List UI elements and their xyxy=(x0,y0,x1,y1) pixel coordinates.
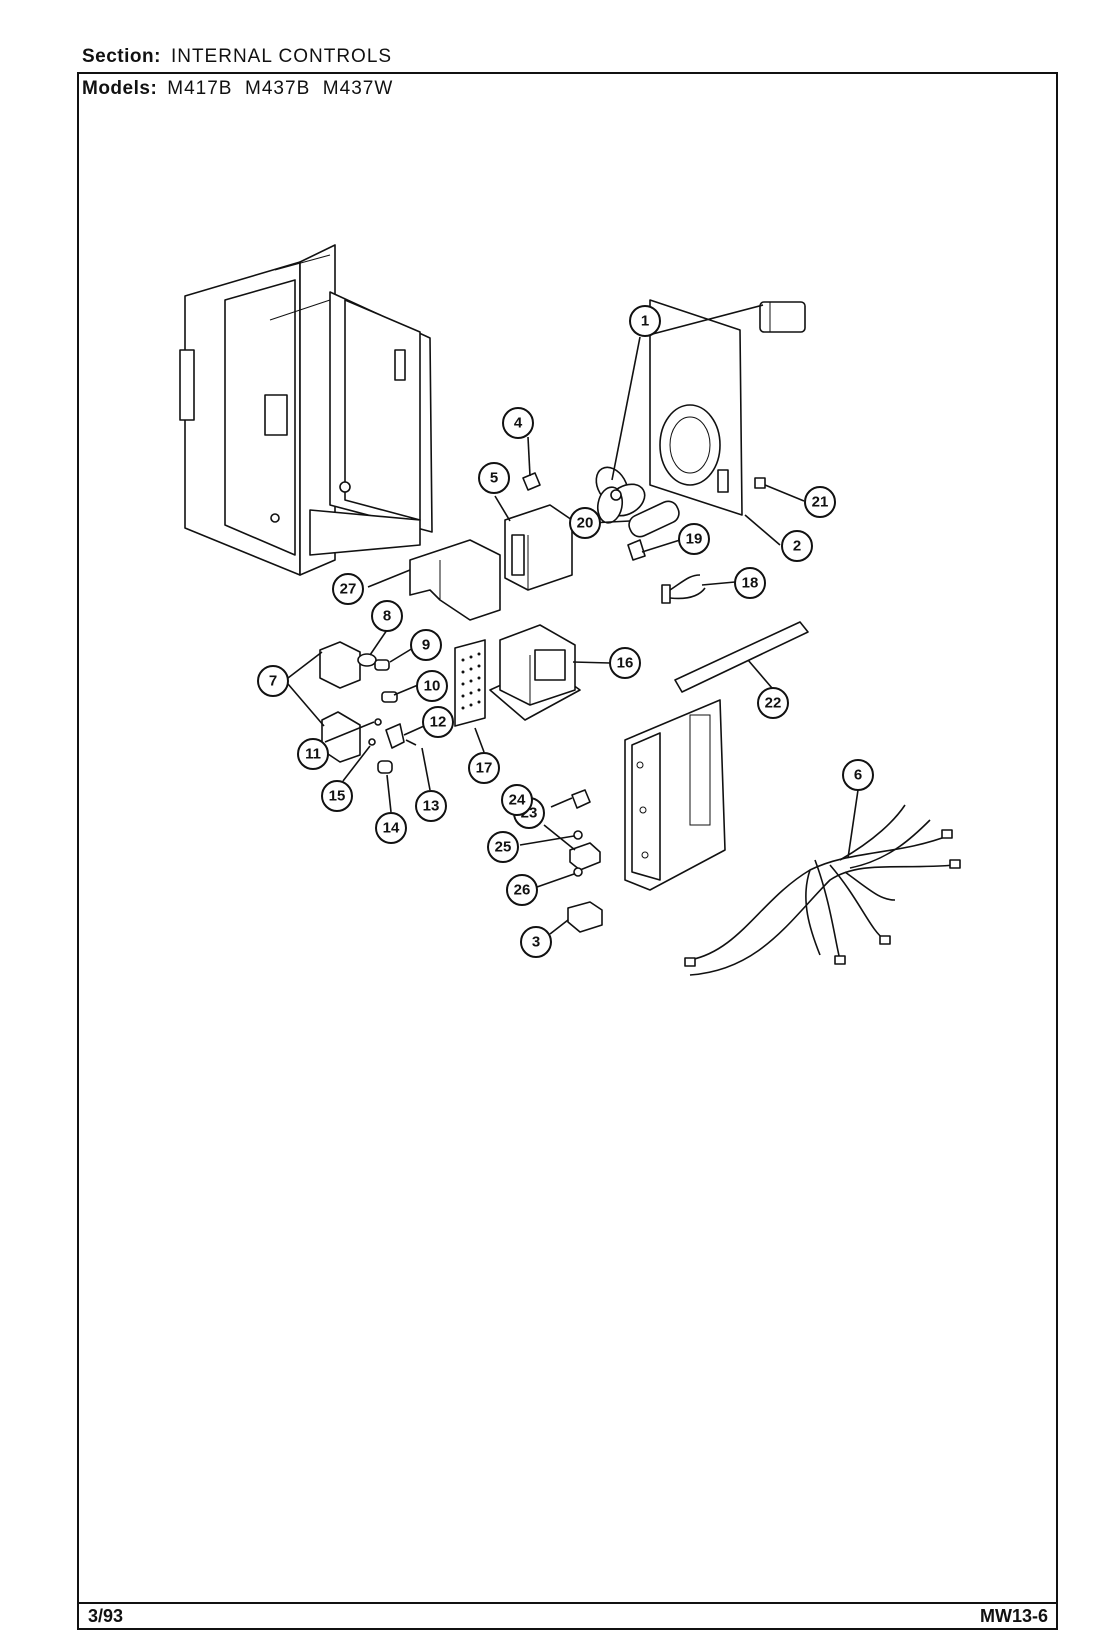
callout-13: 13 xyxy=(415,790,447,822)
part-16-transformer-drawing xyxy=(489,624,581,721)
callout-7: 7 xyxy=(257,665,289,697)
svg-text:2: 2 xyxy=(793,538,801,555)
svg-text:6: 6 xyxy=(854,767,862,784)
section-label: Section: xyxy=(82,46,161,67)
part-22-drawing xyxy=(674,621,809,693)
callout-6: 6 xyxy=(842,759,874,791)
cabinet-drawing xyxy=(179,244,433,576)
models-value: M417B M437B M437W xyxy=(167,78,394,99)
svg-text:16: 16 xyxy=(617,655,634,672)
svg-text:24: 24 xyxy=(509,792,526,809)
callout-10: 10 xyxy=(416,670,448,702)
part-18-drawing xyxy=(661,574,706,604)
svg-text:17: 17 xyxy=(476,760,493,777)
callout-26: 26 xyxy=(506,874,538,906)
callout-15: 15 xyxy=(321,780,353,812)
parts-23-26-3-drawing xyxy=(567,789,603,933)
svg-text:12: 12 xyxy=(430,714,447,731)
svg-text:26: 26 xyxy=(514,882,531,899)
svg-text:18: 18 xyxy=(742,575,759,592)
section-value: INTERNAL CONTROLS xyxy=(170,46,393,67)
callout-9: 9 xyxy=(410,629,442,661)
part-7-switch-housings-drawing xyxy=(319,641,361,763)
part-21-drawing xyxy=(754,477,766,489)
svg-text:1: 1 xyxy=(641,313,649,330)
svg-text:21: 21 xyxy=(812,494,829,511)
svg-text:14: 14 xyxy=(383,820,400,837)
svg-text:25: 25 xyxy=(495,839,512,856)
models-label: Models: xyxy=(82,78,158,99)
callout-2: 2 xyxy=(781,530,813,562)
svg-text:9: 9 xyxy=(422,637,430,654)
part-19-drawing xyxy=(627,539,646,561)
svg-text:20: 20 xyxy=(577,515,594,532)
footer-date: 3/93 xyxy=(88,1606,124,1626)
svg-text:27: 27 xyxy=(340,581,357,598)
callout-24: 24 xyxy=(501,784,533,816)
callout-27: 27 xyxy=(332,573,364,605)
svg-text:22: 22 xyxy=(765,695,782,712)
part-20-capacitor-drawing xyxy=(628,500,680,538)
part-5-magnetron-drawing xyxy=(504,504,573,591)
svg-text:8: 8 xyxy=(383,608,391,625)
callout-1: 1 xyxy=(629,305,661,337)
small-switch-parts-drawing xyxy=(357,653,417,774)
svg-text:11: 11 xyxy=(305,746,321,763)
callout-21: 21 xyxy=(804,486,836,518)
fan-shroud-drawing xyxy=(649,299,743,516)
callout-20: 20 xyxy=(569,507,601,539)
callout-19: 19 xyxy=(678,523,710,555)
callout-5: 5 xyxy=(478,462,510,494)
callout-17: 17 xyxy=(468,752,500,784)
section-heading: Section: INTERNAL CONTROLS xyxy=(82,46,392,68)
callout-3: 3 xyxy=(520,926,552,958)
svg-text:15: 15 xyxy=(329,788,346,805)
callout-14: 14 xyxy=(375,812,407,844)
control-bracket-drawing xyxy=(624,699,726,891)
svg-text:7: 7 xyxy=(269,673,277,690)
svg-text:4: 4 xyxy=(514,415,523,432)
footer-code: MW13-6 xyxy=(979,1606,1048,1626)
footer-divider xyxy=(77,1602,1058,1604)
wire-harness-drawing xyxy=(684,804,961,976)
callout-4: 4 xyxy=(502,407,534,439)
callout-18: 18 xyxy=(734,567,766,599)
svg-text:13: 13 xyxy=(423,798,440,815)
exploded-parts-diagram: 1 2 3 4 5 6 7 8 9 10 11 12 13 14 15 16 1… xyxy=(179,244,961,976)
fan-motor-drawing xyxy=(759,301,806,333)
part-4-drawing xyxy=(522,472,541,491)
svg-text:10: 10 xyxy=(424,678,441,695)
svg-text:5: 5 xyxy=(490,470,498,487)
models-heading: Models: M417B M437B M437W xyxy=(82,78,393,100)
callout-25: 25 xyxy=(487,831,519,863)
callout-11: 11 xyxy=(297,738,329,770)
fan-blade-drawing xyxy=(595,466,646,524)
callout-22: 22 xyxy=(757,687,789,719)
part-17-drawing xyxy=(454,639,486,727)
svg-text:19: 19 xyxy=(686,531,703,548)
svg-text:3: 3 xyxy=(532,934,540,951)
callout-16: 16 xyxy=(609,647,641,679)
callout-12: 12 xyxy=(422,706,454,738)
callout-8: 8 xyxy=(371,600,403,632)
part-27-duct-drawing xyxy=(409,539,501,621)
